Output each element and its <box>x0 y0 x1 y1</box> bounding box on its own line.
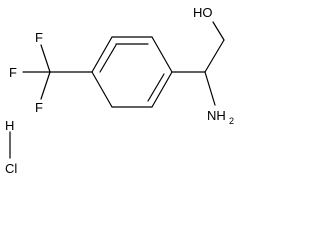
trifluoromethyl-group <box>22 44 93 100</box>
bond-ch-to-ch2 <box>204 39 225 73</box>
benzene-ring <box>91 36 173 108</box>
fluorine-bottom-label: F <box>35 100 43 115</box>
ring-bond-6 <box>91 36 113 73</box>
hydroxyl-label: HO <box>193 5 213 20</box>
bond-c-to-f-bottom <box>40 71 51 100</box>
ring-double-bond-right <box>147 73 165 102</box>
ring-bond-3 <box>151 71 173 108</box>
ring-bond-2 <box>151 36 173 73</box>
hydrogen-label: H <box>5 118 14 133</box>
bond-ch-to-nh2 <box>204 71 216 106</box>
aminoethanol-chain <box>171 21 225 106</box>
ring-double-bond-left <box>99 44 117 73</box>
fluorine-top-label: F <box>35 30 43 45</box>
amine-subscript: 2 <box>229 116 234 126</box>
bond-ch2-to-oh <box>212 21 225 41</box>
molecule-svg: HO NH 2 F F F H Cl <box>5 5 234 176</box>
bond-c-to-f-top <box>40 44 51 73</box>
structure-diagram: HO NH 2 F F F H Cl <box>5 5 234 176</box>
chlorine-label: Cl <box>5 161 17 176</box>
fluorine-left-label: F <box>9 65 17 80</box>
ring-bond-5 <box>91 71 113 108</box>
amine-label: NH <box>207 108 226 123</box>
